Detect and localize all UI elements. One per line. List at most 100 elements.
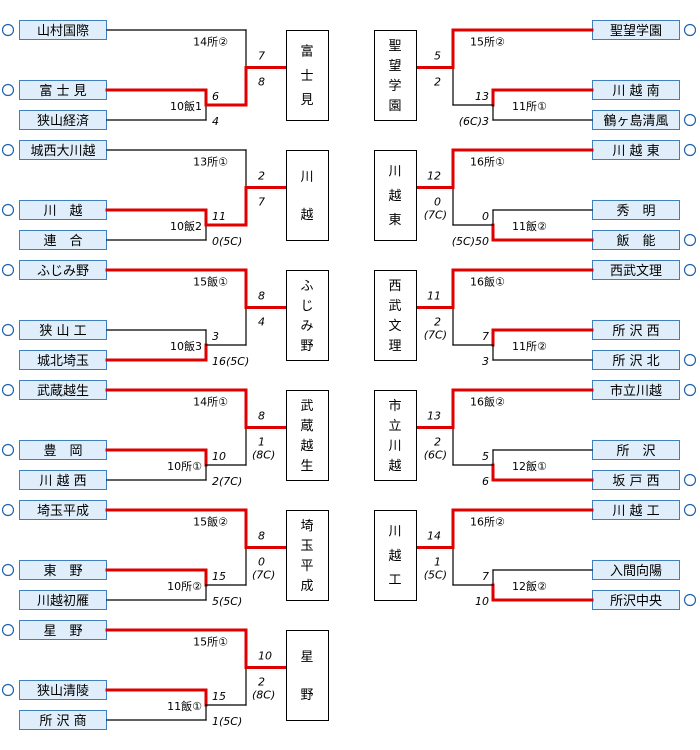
right-bracket-3-game1-lower-score: 3 [482, 355, 489, 368]
right-bracket-3-game1-upper-score: 7 [482, 330, 489, 343]
left-bracket-1-upper-circle [1, 83, 15, 97]
left-bracket-6-game1-upper-score: 15 [212, 690, 226, 703]
right-bracket-3-game2-upper-score: 11 [427, 290, 441, 303]
left-bracket-3-upper-circle [1, 323, 15, 337]
left-bracket-3-game1-label: 10飯3 [170, 339, 202, 353]
left-bracket-3-seed-team-label: ふじみ野 [37, 264, 89, 279]
left-bracket-2-winner-box [286, 150, 329, 241]
right-bracket-2-game1-upper-score: 0 [482, 210, 489, 223]
left-bracket-2-game2-upper-score: 2 [258, 170, 265, 183]
left-bracket-3-game1-lower-score: 16(5C) [212, 355, 249, 368]
left-bracket-3-game1-upper-score: 3 [212, 330, 219, 343]
right-bracket-1-game2-upper-score: 5 [434, 50, 441, 63]
left-bracket-2-game1-lower-score: 0(5C) [212, 235, 242, 248]
left-bracket-5-upper-team-label: 東 野 [43, 563, 82, 579]
right-bracket-3-game2-lower-score: 2 [434, 316, 441, 329]
left-bracket-6-game2-label: 15所① [193, 636, 228, 649]
right-bracket-5-game1-upper-score: 7 [482, 570, 489, 583]
right-bracket-2-game2-lower-score: 0 [434, 196, 441, 209]
left-bracket-6-game2-lower-note: (8C) [252, 689, 275, 702]
left-bracket-4-seed-circle [1, 383, 15, 397]
left-bracket-1-game2-label: 14所② [193, 36, 228, 49]
left-bracket-5-game1-lower-score: 5(5C) [212, 595, 242, 608]
right-bracket-4-game1-label: 12飯① [512, 459, 547, 473]
left-bracket-4-game2-lower-score: 1 [258, 436, 265, 449]
left-bracket-6-seed-circle [1, 623, 15, 637]
left-bracket-5-seed-team-label: 埼玉平成 [37, 504, 89, 519]
left-bracket-1-game1-lower-score: 4 [212, 115, 219, 128]
left-bracket-5-seed-circle [1, 503, 15, 517]
right-bracket-4-seed-team-label: 市立川越 [610, 383, 662, 399]
right-bracket-1-winner-box [374, 30, 417, 121]
left-bracket-1-upper-team-label: 富 士 見 [39, 83, 86, 99]
right-bracket-5-game2-upper-score: 14 [427, 530, 441, 543]
right-bracket-5-game2-lower-note: (5C) [424, 569, 447, 582]
left-bracket-4-winner-label: 武蔵越生 [300, 399, 313, 474]
right-bracket-2-game1-label: 11飯② [512, 219, 547, 233]
left-bracket-2-winner-label: 川越 [300, 170, 313, 223]
right-bracket-5-game2-lower-score: 1 [434, 556, 441, 569]
right-bracket-4-seed-circle [683, 383, 697, 397]
right-bracket-1-game1-label: 11所① [512, 100, 547, 113]
right-bracket-1-lower-team-label: 鶴ヶ島清風 [603, 113, 668, 129]
left-bracket-1-seed-circle [1, 23, 15, 37]
right-bracket-5-upper-team-label: 入間向陽 [610, 563, 662, 579]
left-bracket-4-seed-team-label: 武蔵越生 [37, 384, 89, 399]
left-bracket-6-game1-label: 11飯① [167, 699, 202, 713]
right-bracket-5-seed-team-label: 川 越 工 [612, 504, 659, 519]
left-bracket-3-game2-label: 15飯① [193, 275, 228, 289]
left-bracket-3-game2-lower-score: 4 [258, 316, 265, 329]
left-bracket-2-game2-lower-score: 7 [258, 196, 265, 209]
left-bracket-1-winner-label: 富士見 [300, 44, 313, 109]
left-bracket-1-winner-box [286, 30, 329, 121]
left-bracket-4-game1-lower-score: 2(7C) [212, 475, 242, 488]
left-bracket-4-winner-box [286, 390, 329, 481]
left-bracket-3-winner-label: ふじみ野 [300, 279, 313, 354]
right-bracket-1-seed-team-label: 聖望学園 [610, 23, 662, 39]
left-bracket-5-winner-box [286, 510, 329, 601]
right-bracket-3-game2-label: 16飯① [470, 275, 505, 289]
left-bracket-5-lower-team-label: 川越初雁 [37, 594, 89, 609]
left-bracket-3-lower-team-label: 城北埼玉 [37, 354, 89, 369]
right-bracket-5-game1-lower-score: 10 [475, 595, 489, 608]
left-bracket-4-game2-upper-score: 8 [258, 410, 265, 423]
right-bracket-3-lower-circle [683, 353, 697, 367]
left-bracket-6-game2-lower-score: 2 [258, 676, 265, 689]
right-bracket-3-winner-box [374, 270, 417, 361]
left-bracket-2-game1-label: 10飯2 [170, 219, 202, 233]
left-bracket-3-upper-team-label: 狭 山 工 [39, 324, 86, 339]
right-bracket-4-upper-team-label: 所 沢 [616, 444, 655, 459]
left-bracket-1-seed-team-label: 山村国際 [37, 24, 89, 39]
left-bracket-2-upper-circle [1, 203, 15, 217]
left-bracket-4-game2-label: 14所① [193, 396, 228, 409]
left-bracket-1-game2-lower-score: 8 [258, 76, 265, 89]
left-bracket-2-seed-circle [1, 143, 15, 157]
left-bracket-5-game2-upper-score: 8 [258, 530, 265, 543]
right-bracket-4-game1-lower-score: 6 [482, 475, 489, 488]
left-bracket-1-game1-label: 10飯1 [170, 99, 202, 113]
left-bracket-4-upper-team-label: 豊 岡 [43, 444, 82, 459]
right-bracket-4-winner-box [374, 390, 417, 481]
left-bracket-4-game1-label: 10所① [167, 460, 202, 473]
right-bracket-5-seed-circle [683, 503, 697, 517]
right-bracket-4-game2-upper-score: 13 [427, 410, 441, 423]
left-bracket-6-winner-label: 星野 [300, 650, 313, 703]
right-bracket-4-lower-circle [683, 473, 697, 487]
right-bracket-1-upper-team-label: 川 越 南 [612, 83, 659, 99]
left-bracket-2-lower-team-label: 連 合 [43, 234, 82, 249]
left-bracket-5-game1-upper-score: 15 [212, 570, 226, 583]
right-bracket-2-winner-label: 川越東 [388, 165, 401, 229]
right-bracket-1-winner-label: 聖望学園 [388, 39, 401, 114]
right-bracket-5-game1-label: 12飯② [512, 579, 547, 593]
left-bracket-5-winner-label: 埼玉平成 [300, 519, 313, 594]
left-bracket-5-upper-circle [1, 563, 15, 577]
right-bracket-2-game2-lower-note: (7C) [424, 209, 447, 222]
left-bracket-6-seed-team-label: 星 野 [43, 624, 82, 639]
left-bracket-5-game2-lower-note: (7C) [252, 569, 275, 582]
right-bracket-2-seed-team-label: 川 越 東 [612, 143, 659, 159]
left-bracket-1-lower-team-label: 狭山経済 [37, 113, 89, 129]
right-bracket-1-game1-upper-score: 13 [475, 90, 489, 103]
right-bracket-3-winner-label: 西武文理 [388, 279, 401, 354]
